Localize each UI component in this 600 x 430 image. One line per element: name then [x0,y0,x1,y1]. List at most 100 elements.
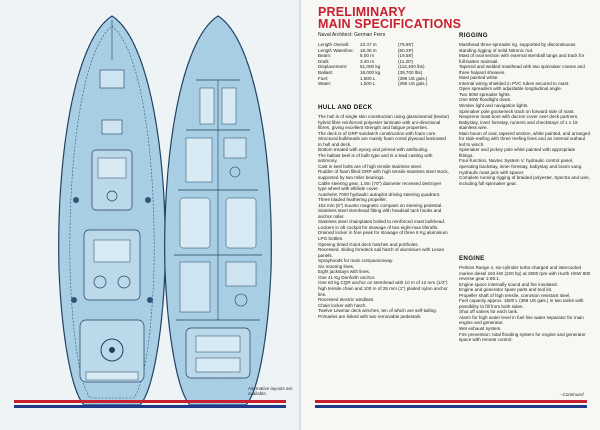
spec-paragraph: Babystay, inner forestay, runners and ch… [459,119,578,131]
spec-metric: 18,000 kg [360,69,381,75]
spec-paragraph: Autohelm 7000 hydraulic autopilot drivin… [318,191,441,197]
spec-imperial: (396 US gals.) [398,75,428,81]
rigging-section-title: RIGGING [459,32,488,39]
spec-paragraph: Primaries are linked with two removable … [318,313,422,319]
continued-label: Continued [562,392,584,397]
spec-paragraph: Cast in keel bolts are of high tensile s… [318,163,422,169]
spec-paragraph: Bottom treated with epoxy and primed wit… [318,147,429,153]
spec-label: Draft: [318,58,330,64]
spec-metric: 6.00 m [360,53,375,59]
spec-paragraph: Structural bulkheads are mainly foam cor… [318,136,446,147]
spec-paragraph: Opening tinted Goiot deck hatches and po… [318,241,419,247]
spec-paragraph: Twelve Lewmar deck winches, ten of which… [318,308,437,314]
right-stripes [315,400,587,412]
spec-paragraph: The deck is of GRP sandwich construction… [318,130,437,136]
spec-label: Length Waterline: [318,47,354,53]
spec-paragraph: Propeller shaft of high tensile, corrosi… [459,292,571,298]
spec-paragraph: One 41 Kg Danforth anchor. [318,274,376,280]
spec-paragraph: Alarm for high water level in fuel line … [459,314,584,326]
spec-paragraph: The hull is of single skin construction … [318,114,449,131]
spec-paragraph: Neoprene mast boot with dacron cover ove… [459,114,579,120]
spec-paragraph: The ballast keel is of bulb type and is … [318,152,433,164]
deck-plan [58,15,166,406]
spec-label: Ballast: [318,69,334,75]
spec-paragraph: One 50W floodlight down. [459,97,512,103]
spec-imperial: (39,700 lbs) [398,69,423,75]
spec-paragraph: Windex light and navigation lights. [459,103,529,109]
yacht-plans [58,15,272,406]
red-stripe [14,400,286,403]
spec-paragraph: Mast painted white. [459,75,499,81]
red-stripe [315,400,587,403]
spec-metric: 18.36 m [360,47,377,53]
spec-row: Water:1,500 L(396 US gals.) [318,81,427,87]
spec-paragraph: Engine space internally sound and fire i… [459,281,558,287]
spec-imperial: (76.95') [398,42,414,47]
spec-paragraph: Perkins Range 4, six-cylinder turbo-char… [459,265,591,282]
page-gutter [299,0,301,430]
spec-row: Draft:3.40 m(11.20') [318,59,427,65]
spec-paragraph: Fuel capacity approx. 1500 L (396 US gal… [459,298,584,309]
blue-stripe [315,405,587,408]
engine-section-text: Perkins Range 4, six-cylinder turbo-char… [459,265,591,343]
spec-paragraph: Recessed electric windlass. [318,297,375,303]
spec-paragraph: Six mooring lines. [318,263,355,269]
spec-row: Displacement: 51,000 kg (112,400 lbs) [318,64,427,70]
spec-paragraph: Drained locker in fore peak for stowage … [318,230,448,242]
spec-paragraph: Open spreaders with adjustable longitudi… [459,86,562,92]
spec-metric: 51,000 kg [360,64,381,70]
spec-imperial: (60.29') [398,47,414,53]
spec-paragraph: Complete running rigging of braided poly… [459,175,590,186]
spec-paragraph: Spinnaker and jockey pole white painted … [459,147,576,158]
spec-paragraph: Masthead three-spreader rig, supported b… [459,42,576,53]
title-line-1: PRELIMINARY [318,5,406,19]
engine-section-title: ENGINE [459,255,485,262]
spec-paragraph: Tapered and welded masthead with two spi… [459,64,585,75]
spec-imperial: (19.58') [398,53,414,59]
spec-paragraph: Lockers in aft cockpit for stowage of tw… [318,224,439,230]
spec-paragraph: Rudder of foam filled GRP with high tens… [318,169,449,181]
spec-paragraph: Stainless steel stemhead fitting with he… [318,208,442,219]
spec-paragraph: Fire prevention: total flooding system f… [459,331,586,343]
naval-architect: Naval Architect: German Frers [318,32,386,38]
spec-paragraph: Recessed, sliding foredeck sail hatch of… [318,247,445,258]
spec-label: Water: [318,81,332,87]
spec-paragraph: Eight jackstays with lines. [318,269,371,275]
spec-label: Length Overall: [318,42,350,47]
spec-row: Ballast: 18,000 kg (39,700 lbs) [318,70,427,76]
spec-imperial: (11.20') [398,58,414,64]
spec-row: Length Waterline: 18.36 m (60.29') [318,48,427,54]
spec-paragraph: Wet exhaust system. [459,326,502,332]
spec-paragraph: Internal wiring shielded in PVC tubes se… [459,80,570,86]
spec-row: Length Overall:23.47 m(76.95') [318,42,427,48]
spec-row: Beam: 6.00 m (19.58') [318,53,427,59]
spec-row: Fuel:1,500 L(396 US gals.) [318,76,427,82]
title-line-2: MAIN SPECIFICATIONS [318,17,462,31]
spec-paragraph: Spinnaker pole gooseneck track on forwar… [459,108,575,114]
plan-note: Alternative layouts are available. [248,386,293,397]
continued-note: –Continued [560,392,584,397]
spec-paragraph: Four-function, Navtec System V, hydrauli… [459,158,583,170]
spec-metric: 1,500 L [360,81,376,87]
spec-paragraph: Two 50W spreader lights. [459,91,511,97]
page-title: PRELIMINARY MAIN SPECIFICATIONS [318,5,462,31]
right-page [301,0,600,430]
spec-paragraph: Hydraulic mast jack with spacer. [459,169,525,175]
spec-imperial: (112,400 lbs) [398,64,425,70]
spec-paragraph: Chain locker with hatch. [318,302,367,308]
hull-section-text: The hull is of single skin construction … [318,114,450,319]
spec-paragraph: Cable steering gear, 1.8m (70") diameter… [318,180,442,192]
spec-paragraph: Sprayhoods for main companionway. [318,258,394,264]
spec-paragraph: Stainless steel chainplates bolted to re… [318,219,446,225]
blue-stripe [14,405,286,408]
left-page: Alternative layouts are available. [0,0,300,430]
spec-label: Beam: [318,53,332,59]
spec-paragraph: Shut off valves for each tank. [459,309,519,315]
spec-paragraph: 152 mm (6") Suunto magnetic compass on s… [318,202,443,208]
hull-section-title: HULL AND DECK [318,104,373,111]
spec-metric: 1,500 L [360,75,376,81]
rigging-section-text: Masthead three-spreader rig, supported b… [459,42,591,186]
spec-paragraph: One 63 kg CQR anchor on stemhead with 10… [318,280,448,297]
spec-label: Displacement: [318,64,348,70]
